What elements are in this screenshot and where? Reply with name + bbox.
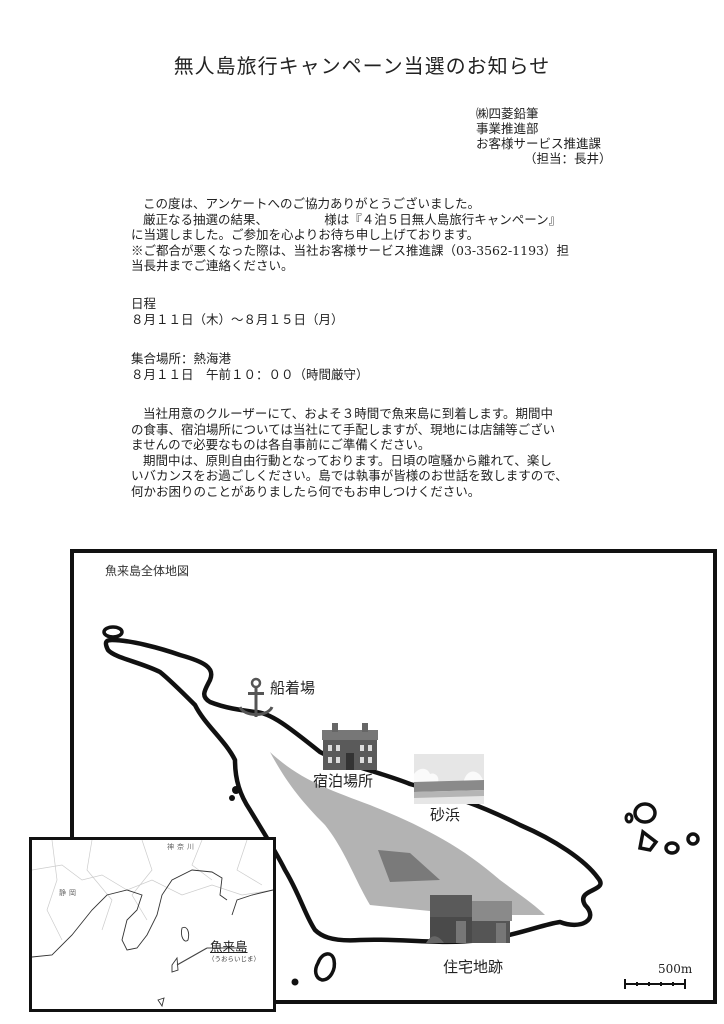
details-line: 当社用意のクルーザーにて、およそ３時間で魚来島に到着します。期間中 bbox=[143, 406, 554, 421]
islet bbox=[313, 952, 337, 982]
island-outline bbox=[103, 637, 603, 945]
beach-icon bbox=[414, 754, 484, 804]
details-line: の食事、宿泊場所については当社にて手配しますが、現地には店舗等ござい bbox=[131, 421, 556, 437]
meeting-value: ８月１１日 午前１０：００（時間厳守） bbox=[131, 366, 369, 382]
forest-dark-area bbox=[378, 850, 440, 882]
islet bbox=[637, 828, 659, 852]
sender-block: ㈱四菱鉛筆 事業推進部 お客様サービス推進課 （担当：長井） bbox=[476, 106, 612, 166]
page-title: 無人島旅行キャンペーン当選のお知らせ bbox=[173, 54, 551, 78]
intro-line: 厳正なる抽選の結果、 様は『４泊５日無人島旅行キャンペーン』 bbox=[143, 211, 562, 227]
ruined-houses-icon bbox=[426, 895, 512, 943]
inset-pref-shizuoka: 静岡 bbox=[59, 889, 79, 897]
sender-section: お客様サービス推進課 bbox=[476, 136, 602, 151]
meeting-label: 集合場所：熱海港 bbox=[131, 351, 232, 366]
label-beach: 砂浜 bbox=[430, 806, 461, 824]
islet bbox=[229, 795, 235, 801]
details-paragraph: 当社用意のクルーザーにて、およそ３時間で魚来島に到着します。期間中 の食事、宿泊… bbox=[131, 406, 568, 499]
islet bbox=[686, 832, 700, 846]
intro-line: ※ご都合が悪くなった際は、当社お客様サービス推進課（03-3562-1193）担 bbox=[131, 242, 569, 258]
schedule-section: 日程 ８月１１日（木）～８月１５日（月） bbox=[131, 296, 344, 327]
details-line: いバカンスをお過ごしください。島では執事が皆様のお世話を致しますので、 bbox=[131, 468, 568, 483]
intro-line: に当選しました。ご参加を心よりお待ち申し上げております。 bbox=[131, 227, 480, 242]
intro-line: この度は、アンケートへのご協力ありがとうございました。 bbox=[143, 196, 481, 211]
anchor-icon bbox=[238, 677, 274, 717]
schedule-value: ８月１１日（木）～８月１５日（月） bbox=[131, 311, 344, 327]
islet bbox=[291, 978, 299, 986]
details-line: ませんので必要なものは各自事前にご準備ください。 bbox=[131, 437, 431, 452]
inset-island-reading: （うおらいじま） bbox=[208, 955, 260, 963]
details-line: 何かお困りのことがありましたら何でもお申しつけください。 bbox=[131, 483, 481, 499]
meeting-section: 集合場所：熱海港 ８月１１日 午前１０：００（時間厳守） bbox=[131, 351, 369, 382]
sender-division: 事業推進部 bbox=[476, 121, 539, 136]
inset-island-name: 魚来島 bbox=[210, 939, 248, 954]
sender-contact: （担当：長井） bbox=[524, 151, 612, 166]
islet bbox=[664, 841, 680, 855]
islet bbox=[633, 802, 657, 824]
inset-locator-map: 静岡 神奈川 魚来島 （うおらいじま） bbox=[29, 837, 276, 1012]
forest-light-area bbox=[270, 752, 545, 915]
label-lodging: 宿泊場所 bbox=[313, 772, 374, 790]
mansion-icon bbox=[322, 723, 378, 770]
intro-paragraph: この度は、アンケートへのご協力ありがとうございました。 厳正なる抽選の結果、 様… bbox=[131, 196, 569, 274]
islet bbox=[102, 625, 124, 639]
scale-label: 500m bbox=[658, 962, 693, 976]
label-ruins: 住宅地跡 bbox=[443, 958, 504, 976]
label-pier: 船着場 bbox=[270, 679, 316, 697]
inset-coastline bbox=[32, 840, 273, 1008]
intro-line: 当長井までご連絡ください。 bbox=[131, 258, 294, 273]
islet bbox=[232, 786, 240, 794]
details-line: 期間中は、原則自由行動となっております。日頃の喧騒から離れて、楽し bbox=[143, 452, 552, 468]
schedule-label: 日程 bbox=[131, 296, 157, 311]
islet bbox=[624, 812, 634, 824]
inset-pref-kanagawa: 神奈川 bbox=[167, 843, 197, 851]
map-title: 魚来島全体地図 bbox=[105, 564, 190, 578]
sender-company: ㈱四菱鉛筆 bbox=[476, 106, 539, 121]
scale-bar bbox=[624, 979, 686, 989]
